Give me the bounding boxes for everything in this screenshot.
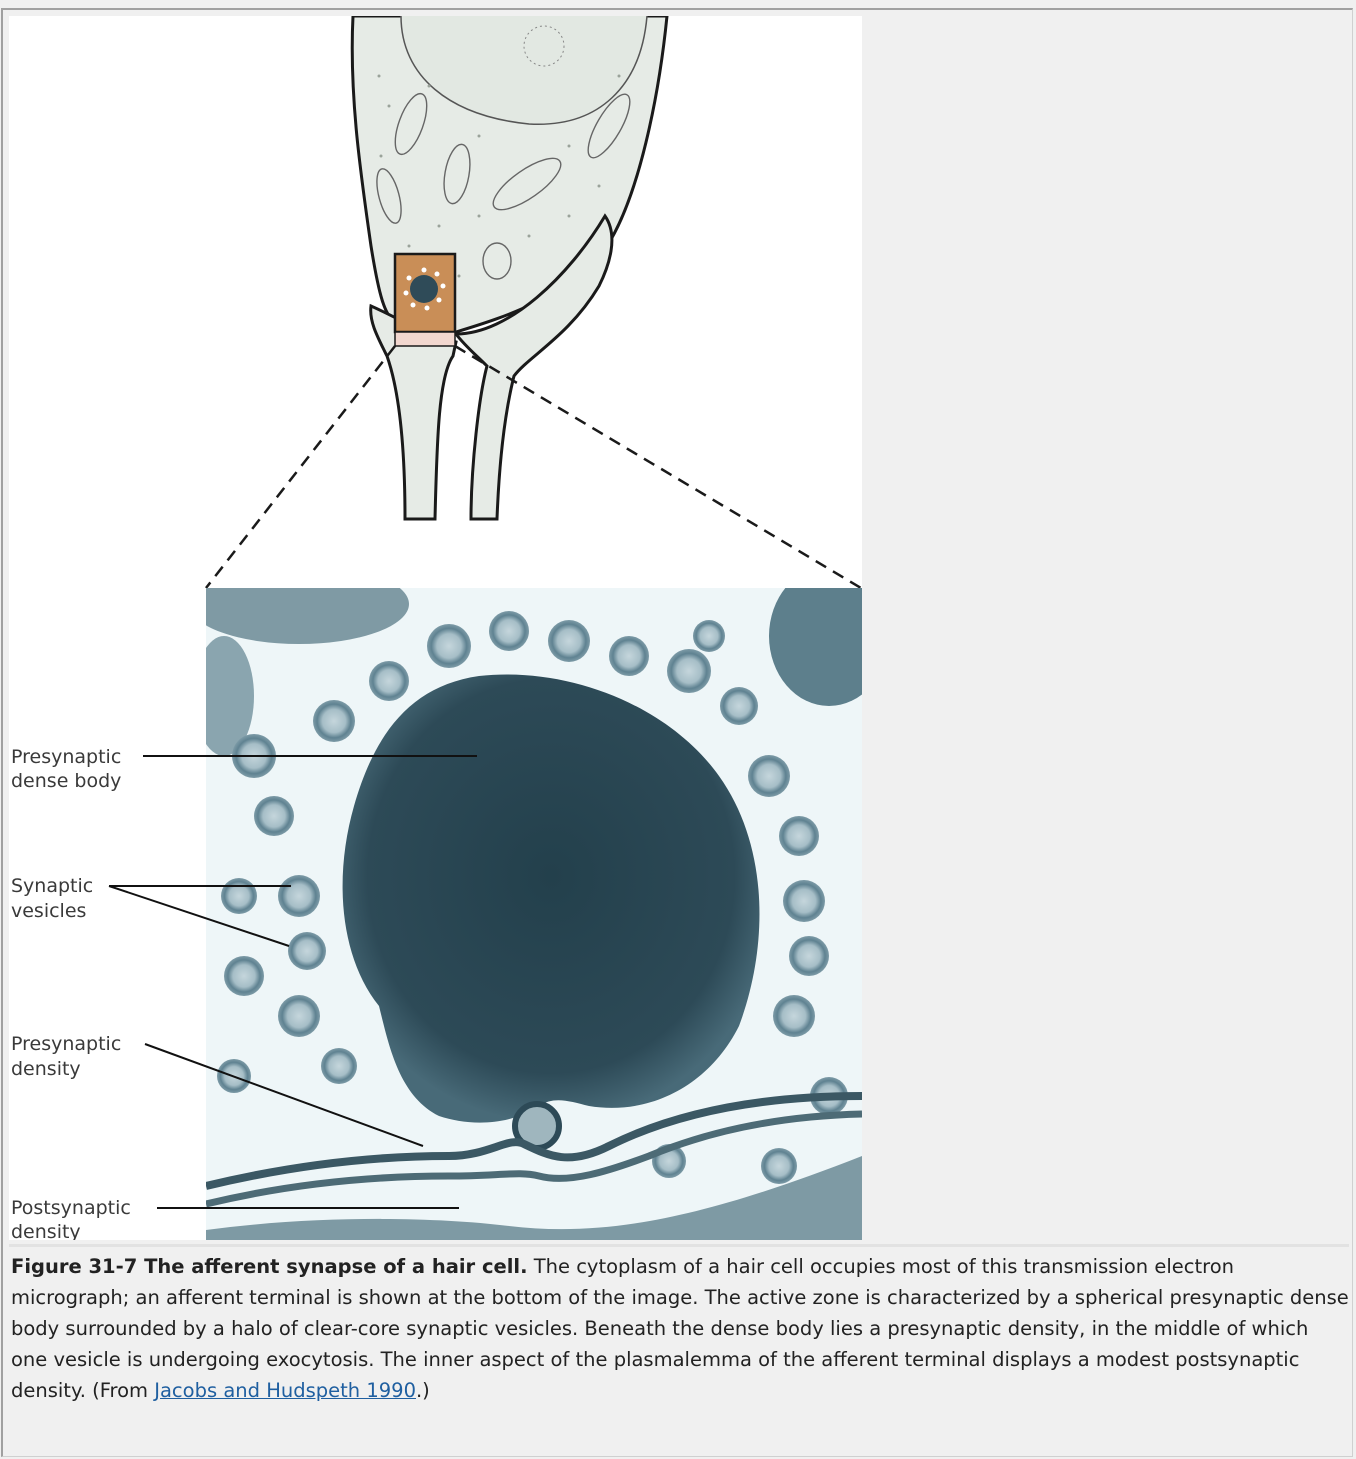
svg-text:Presynaptic: Presynaptic bbox=[11, 746, 121, 768]
svg-text:Synaptic: Synaptic bbox=[11, 875, 93, 897]
caption-separator bbox=[9, 1244, 1349, 1247]
svg-text:dense body: dense body bbox=[11, 770, 121, 792]
svg-text:Presynaptic: Presynaptic bbox=[11, 1033, 121, 1055]
svg-text:vesicles: vesicles bbox=[11, 900, 86, 922]
hair-cell-drawing bbox=[206, 16, 861, 588]
svg-text:density: density bbox=[11, 1058, 81, 1080]
electron-micrograph bbox=[189, 564, 862, 1240]
caption-suffix: .) bbox=[416, 1379, 430, 1402]
svg-text:density: density bbox=[11, 1221, 81, 1240]
citation-link[interactable]: Jacobs and Hudspeth 1990 bbox=[154, 1379, 416, 1402]
figure-caption: Figure 31-7 The afferent synapse of a ha… bbox=[11, 1251, 1349, 1406]
svg-text:Postsynaptic: Postsynaptic bbox=[11, 1197, 131, 1219]
figure-illustration: Presynaptic dense body Synaptic vesicles… bbox=[9, 16, 862, 1240]
caption-title: Figure 31-7 The afferent synapse of a ha… bbox=[11, 1255, 528, 1278]
